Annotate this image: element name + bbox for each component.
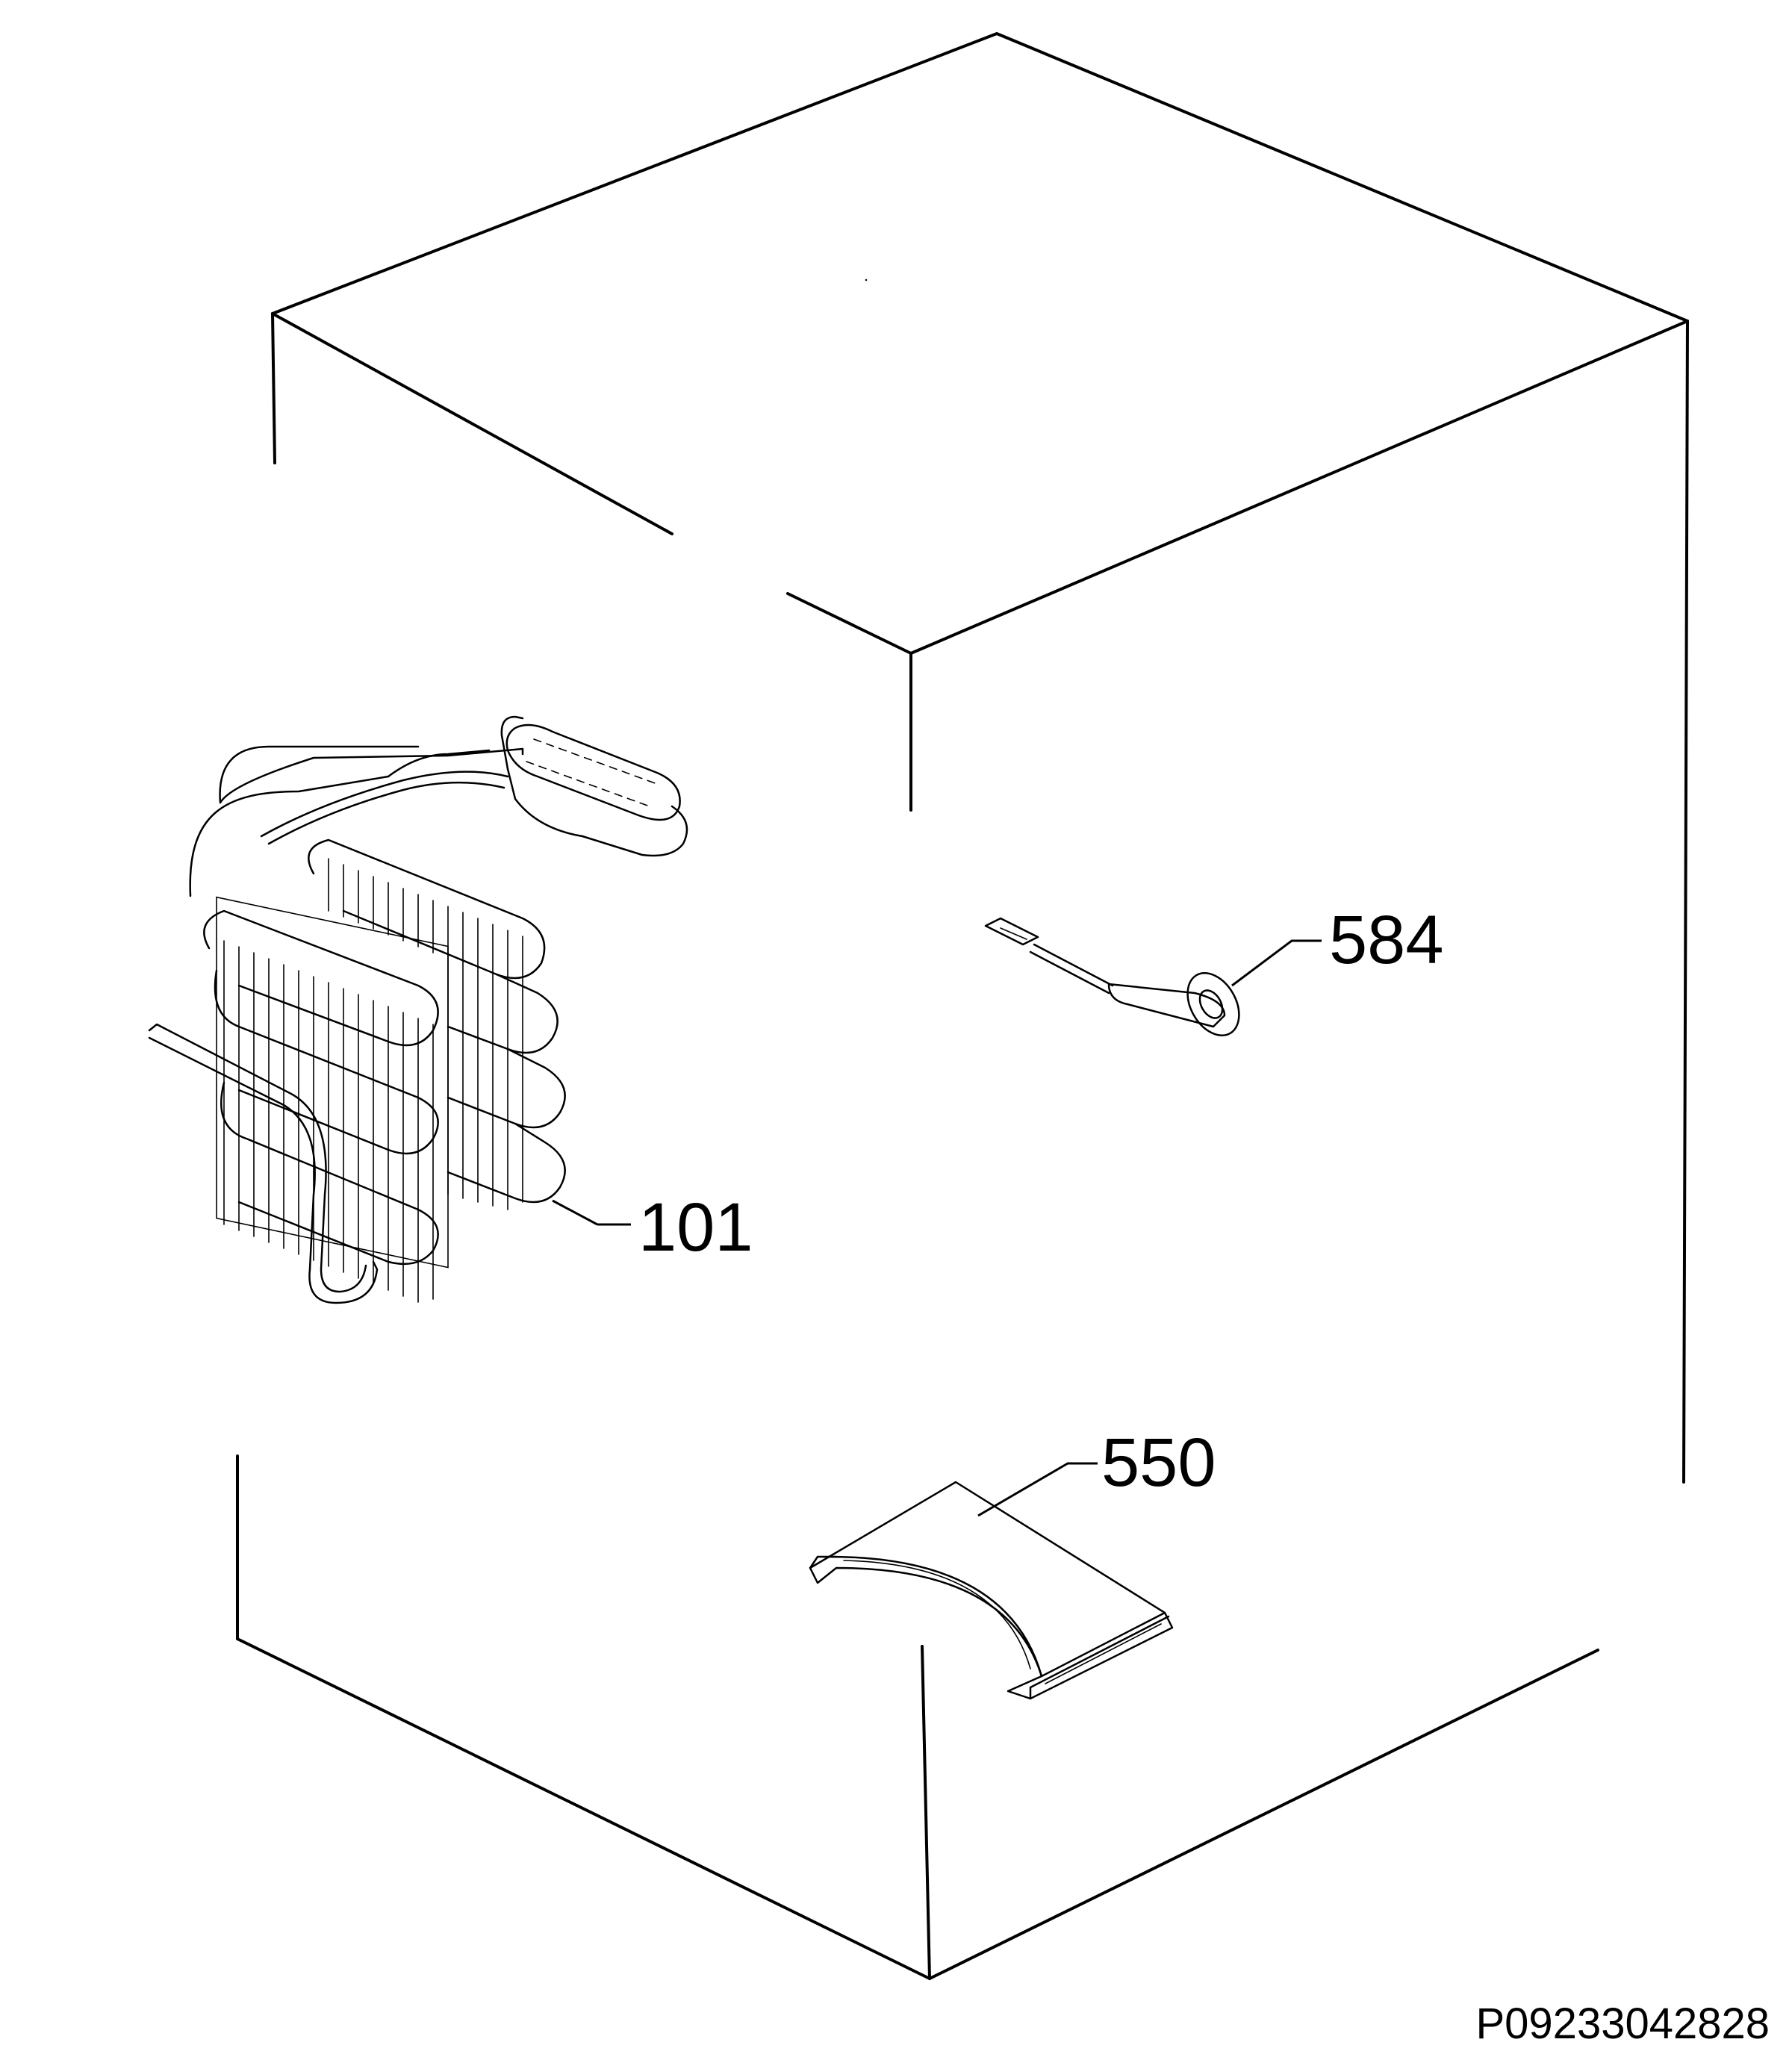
- sensor-icon: [984, 917, 1240, 1037]
- drawing-code: P09233042828: [1475, 1999, 1770, 2048]
- evaporator-coil-icon: [148, 278, 868, 1304]
- callout-584: 584: [1329, 902, 1444, 978]
- callout-101: 101: [638, 1189, 753, 1266]
- leader-line-584: [1231, 939, 1322, 987]
- drip-tray-icon: [809, 1481, 1174, 1700]
- leader-line-101: [552, 1199, 598, 1226]
- evaporator-fins: [223, 858, 523, 1303]
- leader-line-550: [977, 1462, 1098, 1517]
- cabinet-outline: [236, 32, 1689, 1980]
- callout-550: 550: [1101, 1425, 1216, 1501]
